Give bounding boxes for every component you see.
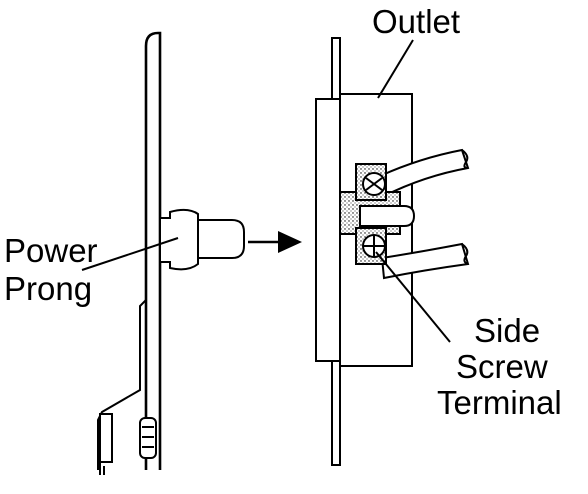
side-screw-terminals [339, 163, 416, 265]
plug-base [99, 413, 113, 463]
plug-device [97, 31, 162, 475]
power-prong-leader-line [81, 237, 179, 271]
power-prong-label-line1: Power [4, 232, 98, 269]
side-screw-label-line2: Screw [456, 348, 548, 385]
power-prong-label-line2: Prong [4, 270, 92, 307]
outlet-mounting-strap [315, 98, 341, 362]
screw-icon [362, 172, 386, 196]
side-screw-label-line3: Terminal [437, 384, 562, 421]
side-screw-label-line1: Side [474, 312, 540, 349]
screw-icon [362, 234, 386, 258]
side-screw-leader-line [375, 251, 451, 343]
arrow-right-icon [248, 231, 302, 253]
outlet-label: Outlet [372, 3, 460, 40]
prong-contact [359, 205, 416, 227]
power-prong [159, 208, 245, 271]
wires [378, 148, 470, 280]
outlet-leader-line [377, 39, 414, 99]
